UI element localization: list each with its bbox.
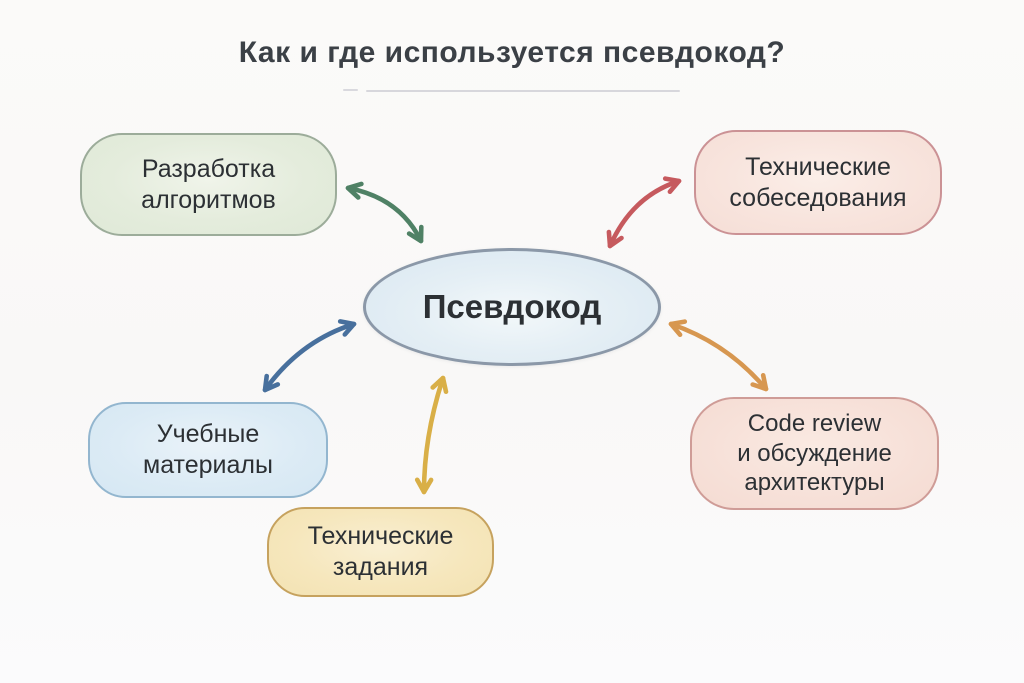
arrow-materials-icon-head bbox=[337, 319, 357, 337]
arrow-algorithms-icon bbox=[345, 185, 424, 244]
node-interviews: Технические собеседования bbox=[694, 130, 942, 235]
arrow-interviews-icon-head bbox=[606, 229, 624, 249]
arrow-algorithms-icon-head bbox=[345, 181, 364, 200]
node-codereview: Code review и обсуждение архитектуры bbox=[690, 397, 939, 510]
arrow-specs-icon bbox=[421, 375, 446, 495]
node-materials-label: Учебные материалы bbox=[143, 420, 273, 479]
arrow-codereview-icon-head bbox=[668, 319, 688, 337]
title-underline bbox=[366, 90, 680, 92]
title-underline-dash bbox=[343, 89, 358, 91]
arrow-codereview-icon bbox=[668, 321, 769, 392]
arrow-materials-icon-head bbox=[262, 373, 281, 393]
arrow-materials-icon bbox=[262, 321, 357, 393]
node-pseudocode-center: Псевдокод bbox=[363, 248, 661, 366]
node-algorithms: Разработка алгоритмов bbox=[80, 133, 337, 236]
center-node-label: Псевдокод bbox=[422, 287, 602, 325]
arrow-specs-icon-head bbox=[430, 375, 449, 394]
node-materials: Учебные материалы bbox=[88, 402, 328, 498]
page-title: Как и где используется псевдокод? bbox=[238, 36, 786, 69]
arrow-interviews-icon bbox=[607, 178, 682, 249]
node-algorithms-label: Разработка алгоритмов bbox=[141, 154, 276, 214]
node-specs: Технические задания bbox=[267, 507, 494, 597]
arrow-codereview-icon-head bbox=[750, 373, 769, 392]
node-codereview-label: Code review и обсуждение архитектуры bbox=[737, 409, 892, 497]
arrow-interviews-icon-head bbox=[662, 176, 682, 194]
node-interviews-label: Технические собеседования bbox=[729, 152, 907, 212]
node-specs-label: Технические задания bbox=[307, 522, 454, 581]
arrow-specs-icon-head bbox=[414, 477, 434, 495]
arrow-algorithms-icon-head bbox=[406, 224, 424, 244]
